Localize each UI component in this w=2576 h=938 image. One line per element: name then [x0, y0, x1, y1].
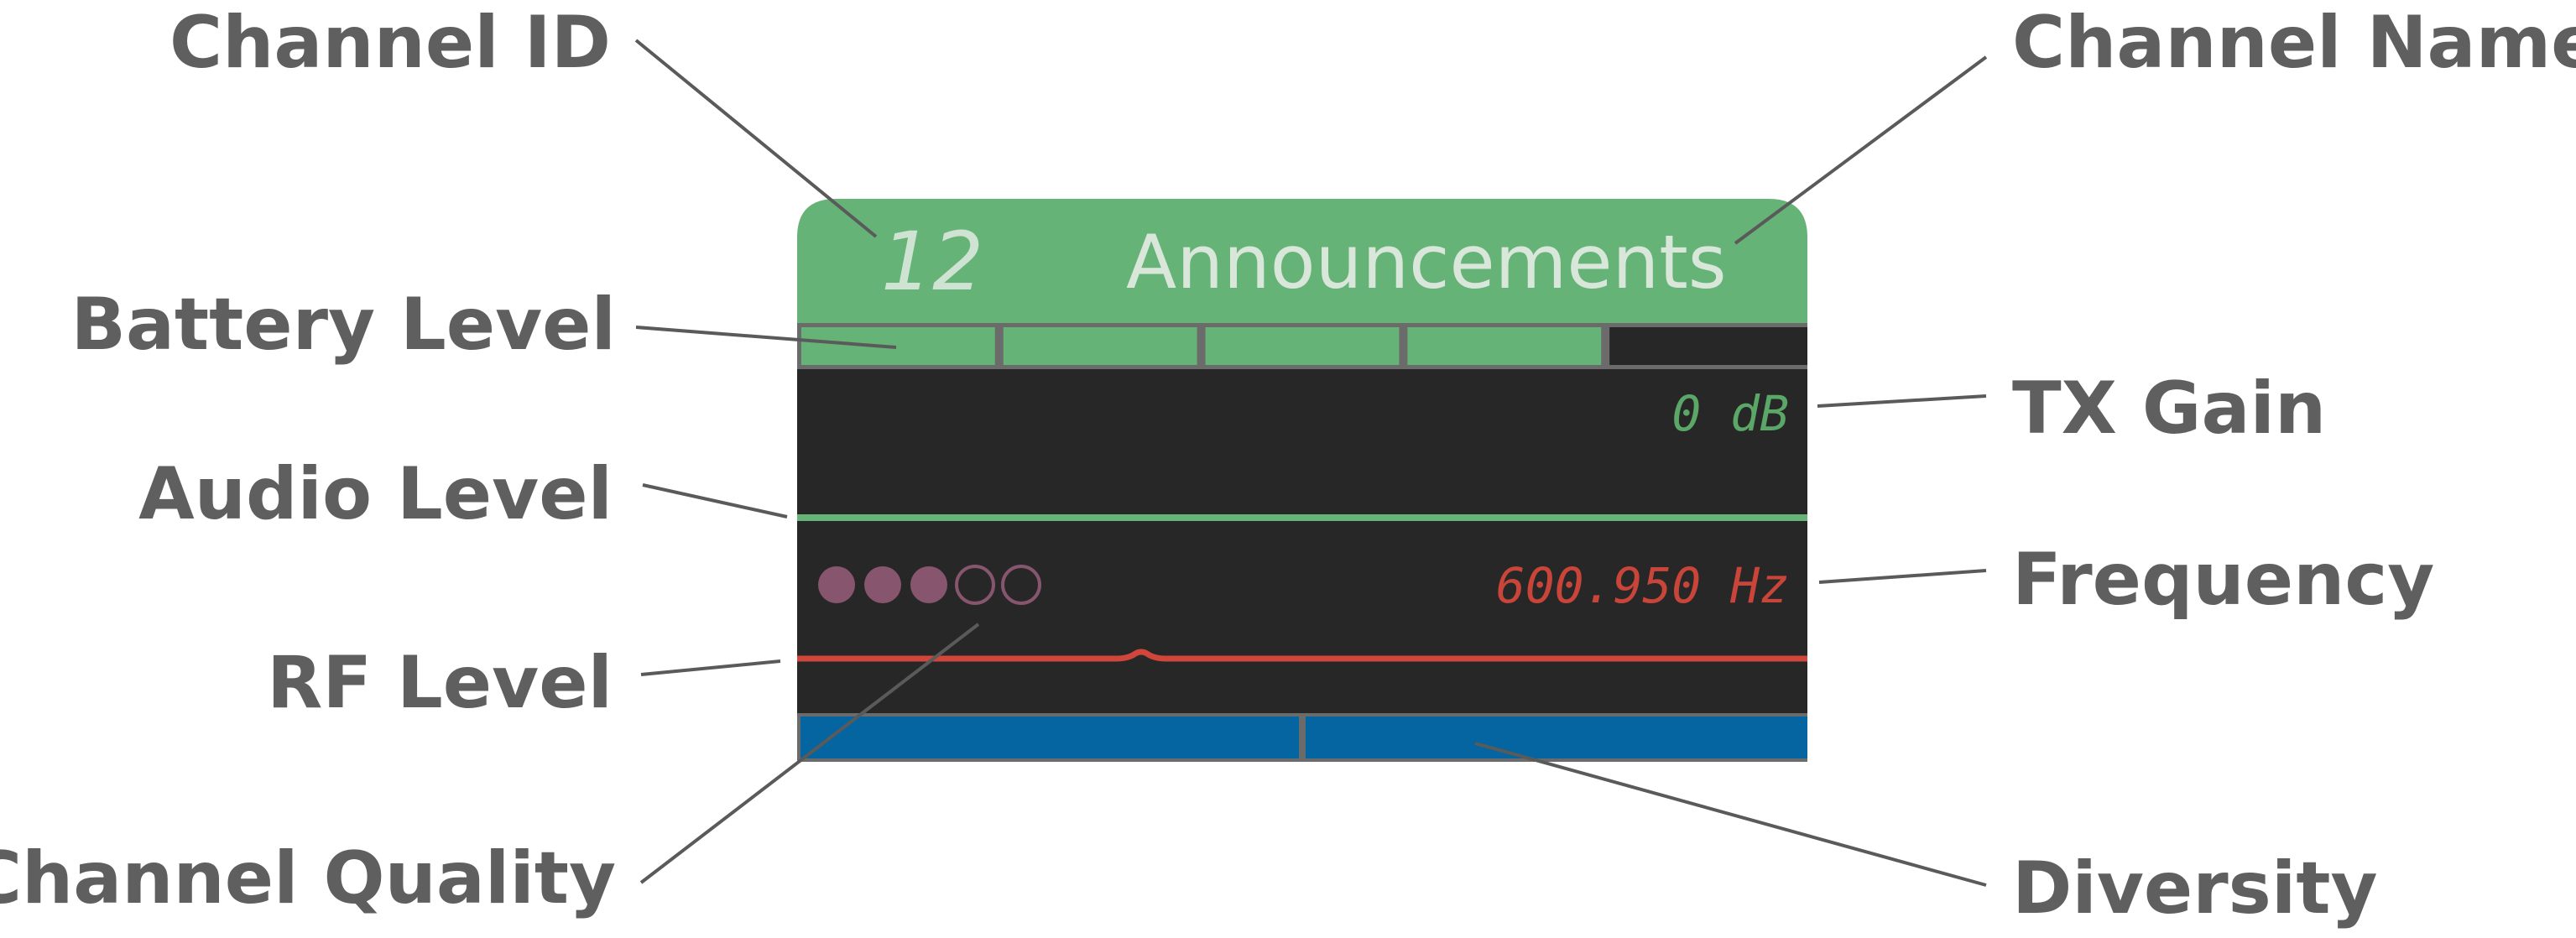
quality-dot-filled — [818, 566, 855, 603]
quality-dot-filled — [864, 566, 901, 603]
battery-segment — [1609, 327, 1807, 365]
callout-channel-quality: Channel Quality — [0, 836, 616, 920]
diversity-segment — [800, 717, 1299, 758]
diversity-meter — [797, 713, 1807, 762]
quality-dot-empty — [1001, 565, 1041, 605]
quality-dot-empty — [955, 565, 995, 605]
leader-channel-quality — [639, 623, 980, 884]
battery-segment — [1003, 327, 1197, 365]
quality-dot-filled — [910, 566, 947, 603]
tx-gain-value: 0 dB — [1671, 385, 1789, 442]
leader-frequency — [1818, 569, 1987, 584]
callout-frequency: Frequency — [2012, 538, 2434, 622]
leader-channel-name — [1734, 55, 1988, 245]
frequency-value: 600.950 Hz — [1496, 557, 1789, 614]
leader-diversity — [1474, 742, 1987, 887]
callout-leader-lines — [634, 39, 1988, 887]
channel-header-bar — [797, 199, 1807, 323]
callout-channel-id: Channel ID — [169, 1, 611, 85]
rf-level-line — [797, 649, 1807, 662]
callout-rf-level: RF Level — [267, 641, 613, 725]
battery-segment — [801, 327, 995, 365]
battery-level-meter — [797, 323, 1807, 369]
callout-channel-name: Channel Name — [2012, 1, 2576, 85]
leader-tx-gain — [1817, 394, 1987, 408]
leader-channel-id — [634, 39, 878, 238]
channel-quality-dots — [818, 565, 1041, 605]
callout-battery-level: Battery Level — [70, 283, 616, 367]
diversity-segment — [1306, 717, 1807, 758]
callout-audio-level: Audio Level — [138, 452, 613, 536]
channel-display: 12 Announcements 0 dB 600.950 Hz — [797, 199, 1807, 762]
leader-audio-level — [642, 483, 788, 519]
battery-segment — [1407, 327, 1602, 365]
leader-battery-level — [635, 326, 897, 349]
callout-tx-gain: TX Gain — [2012, 367, 2326, 451]
channel-id: 12 — [881, 215, 983, 309]
channel-name: Announcements — [1126, 219, 1727, 305]
callout-diversity: Diversity — [2012, 847, 2378, 930]
leader-rf-level — [640, 659, 781, 676]
battery-segment — [1205, 327, 1400, 365]
